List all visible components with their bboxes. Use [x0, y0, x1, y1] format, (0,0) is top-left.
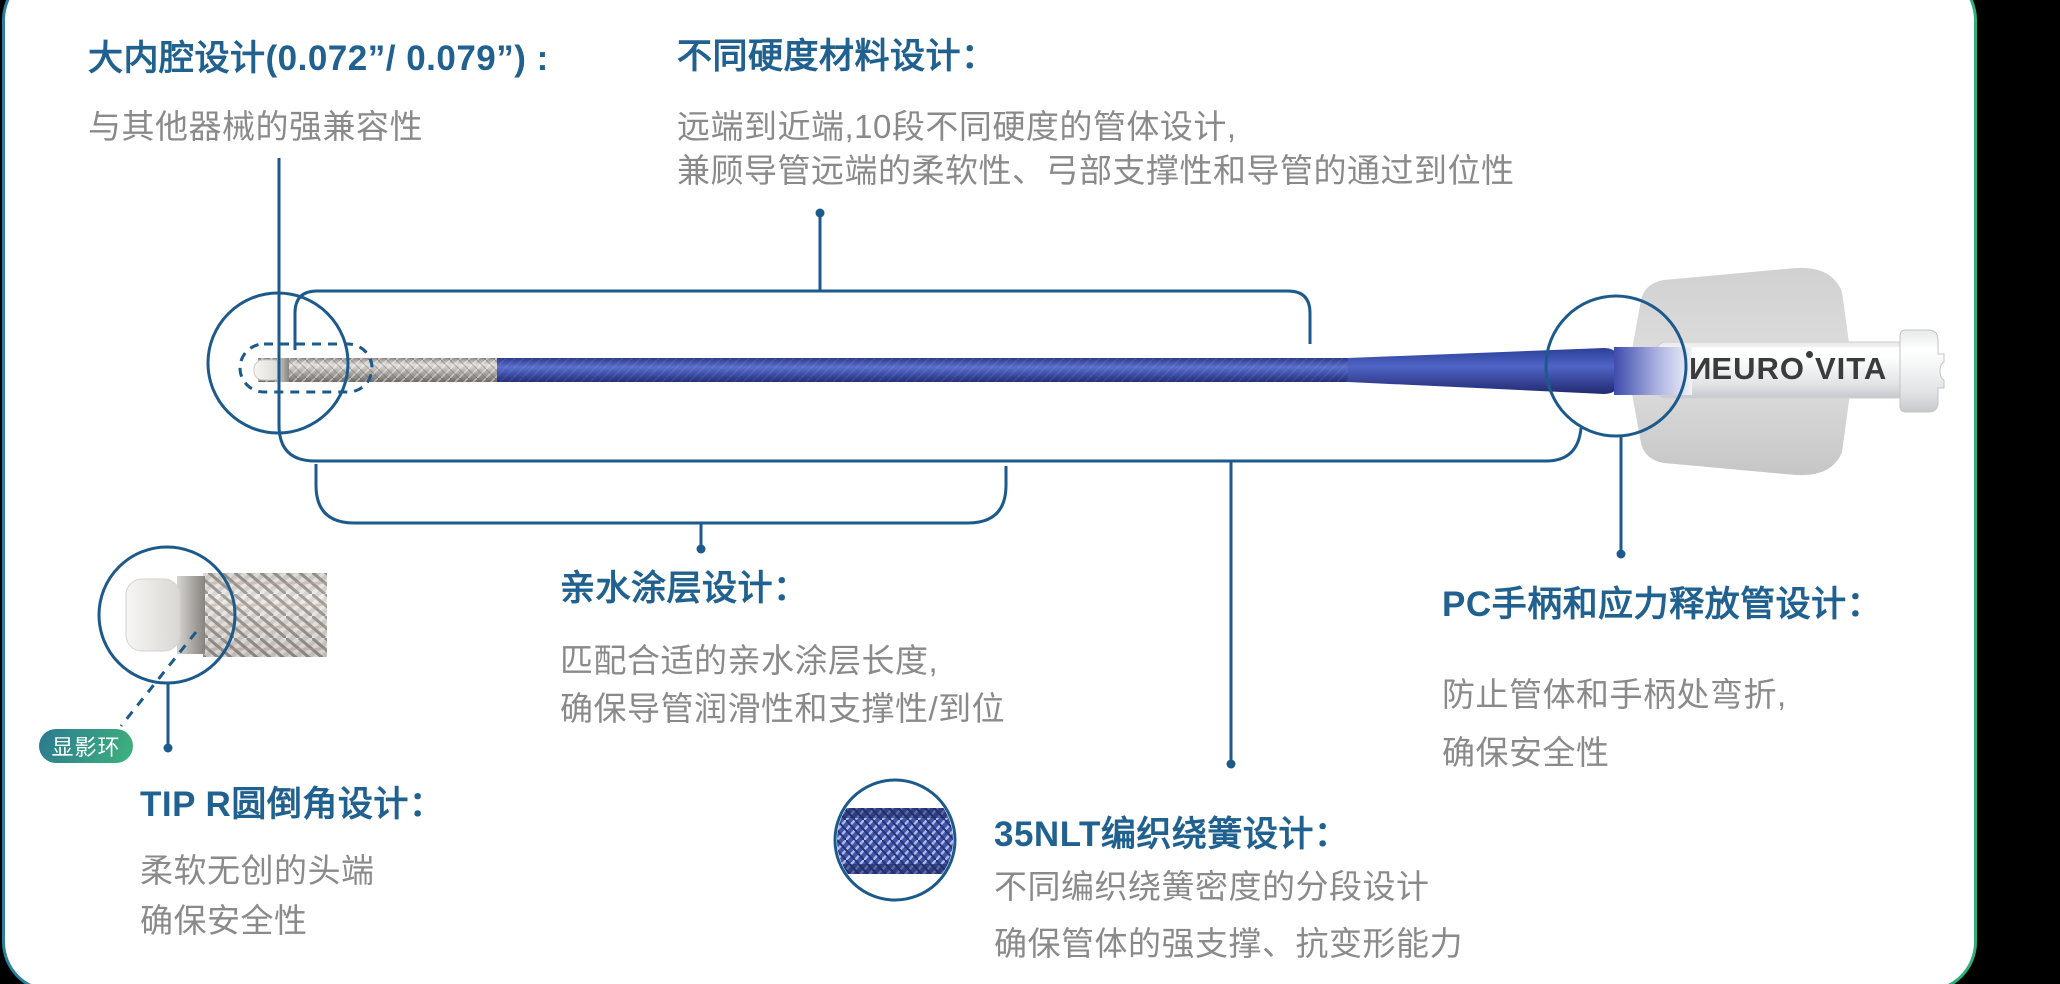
braid-title: 35NLT编织绕簧设计： [994, 815, 1350, 854]
hardness-body-line2: 兼顾导管远端的柔软性、弓部支撑性和导管的通过到位性 [677, 152, 1515, 189]
strain-relief-fade [1614, 347, 1692, 395]
logo-euro: EURO [1711, 351, 1805, 386]
braid-detail-circle [833, 778, 957, 902]
lumen-title: 大内腔设计(0.072”/ 0.079”) : [88, 39, 549, 78]
coating-title: 亲水涂层设计： [560, 569, 809, 608]
handle-callout-circle [1544, 294, 1688, 438]
coating-body-line2: 确保导管润滑性和支撑性/到位 [560, 690, 1006, 727]
braid-body-line1: 不同编织绕簧密度的分段设计 [994, 868, 1430, 905]
tip-title: TIP R圆倒角设计： [140, 785, 445, 824]
handle-body-line1: 防止管体和手柄处弯折, [1442, 676, 1787, 713]
bracket-shaft [293, 289, 1312, 350]
handle-line-dot [1616, 549, 1626, 559]
card-background [5, 0, 1974, 984]
handle-flange [1899, 329, 1945, 413]
card-border [2, 0, 1977, 984]
lumen-body: 与其他器械的强兼容性 [88, 108, 423, 145]
marker-dashed-line [119, 631, 198, 727]
handle-title: PC手柄和应力释放管设计： [1442, 585, 1883, 624]
neurovita-logo: NEURO VITA [1688, 351, 1888, 387]
logo-letter-n: N [1688, 351, 1712, 386]
tip-detail-marker [177, 576, 205, 654]
braid-body-line2: 确保管体的强支撑、抗变形能力 [994, 925, 1463, 962]
hardness-line-dot [815, 208, 825, 218]
hardness-title: 不同硬度材料设计： [677, 37, 997, 76]
handle-body-line2: 确保安全性 [1442, 734, 1610, 771]
marker-badge: 显影环 [39, 729, 133, 763]
bracket-full-length [277, 158, 1583, 463]
tip-body-line2: 确保安全性 [140, 902, 308, 939]
hardness-body-line1: 远端到近端,10段不同硬度的管体设计, [677, 108, 1237, 145]
bracket-coating [314, 464, 1008, 525]
braid-detail-tube [837, 808, 953, 874]
coating-body-line1: 匹配合适的亲水涂层长度, [560, 642, 939, 679]
braid-line-dot [1226, 759, 1236, 769]
coating-line-dot [696, 544, 706, 554]
tip-dashed-outline [238, 342, 374, 394]
tip-detail-soft-tip [125, 578, 181, 652]
tip-line-dot [163, 743, 173, 753]
logo-vita: VITA [1814, 351, 1888, 386]
tip-callout-circle [206, 291, 350, 435]
strain-relief-cone [1348, 348, 1622, 394]
tip-body-line1: 柔软无创的头端 [140, 852, 375, 889]
logo-dot-icon [1805, 351, 1813, 358]
